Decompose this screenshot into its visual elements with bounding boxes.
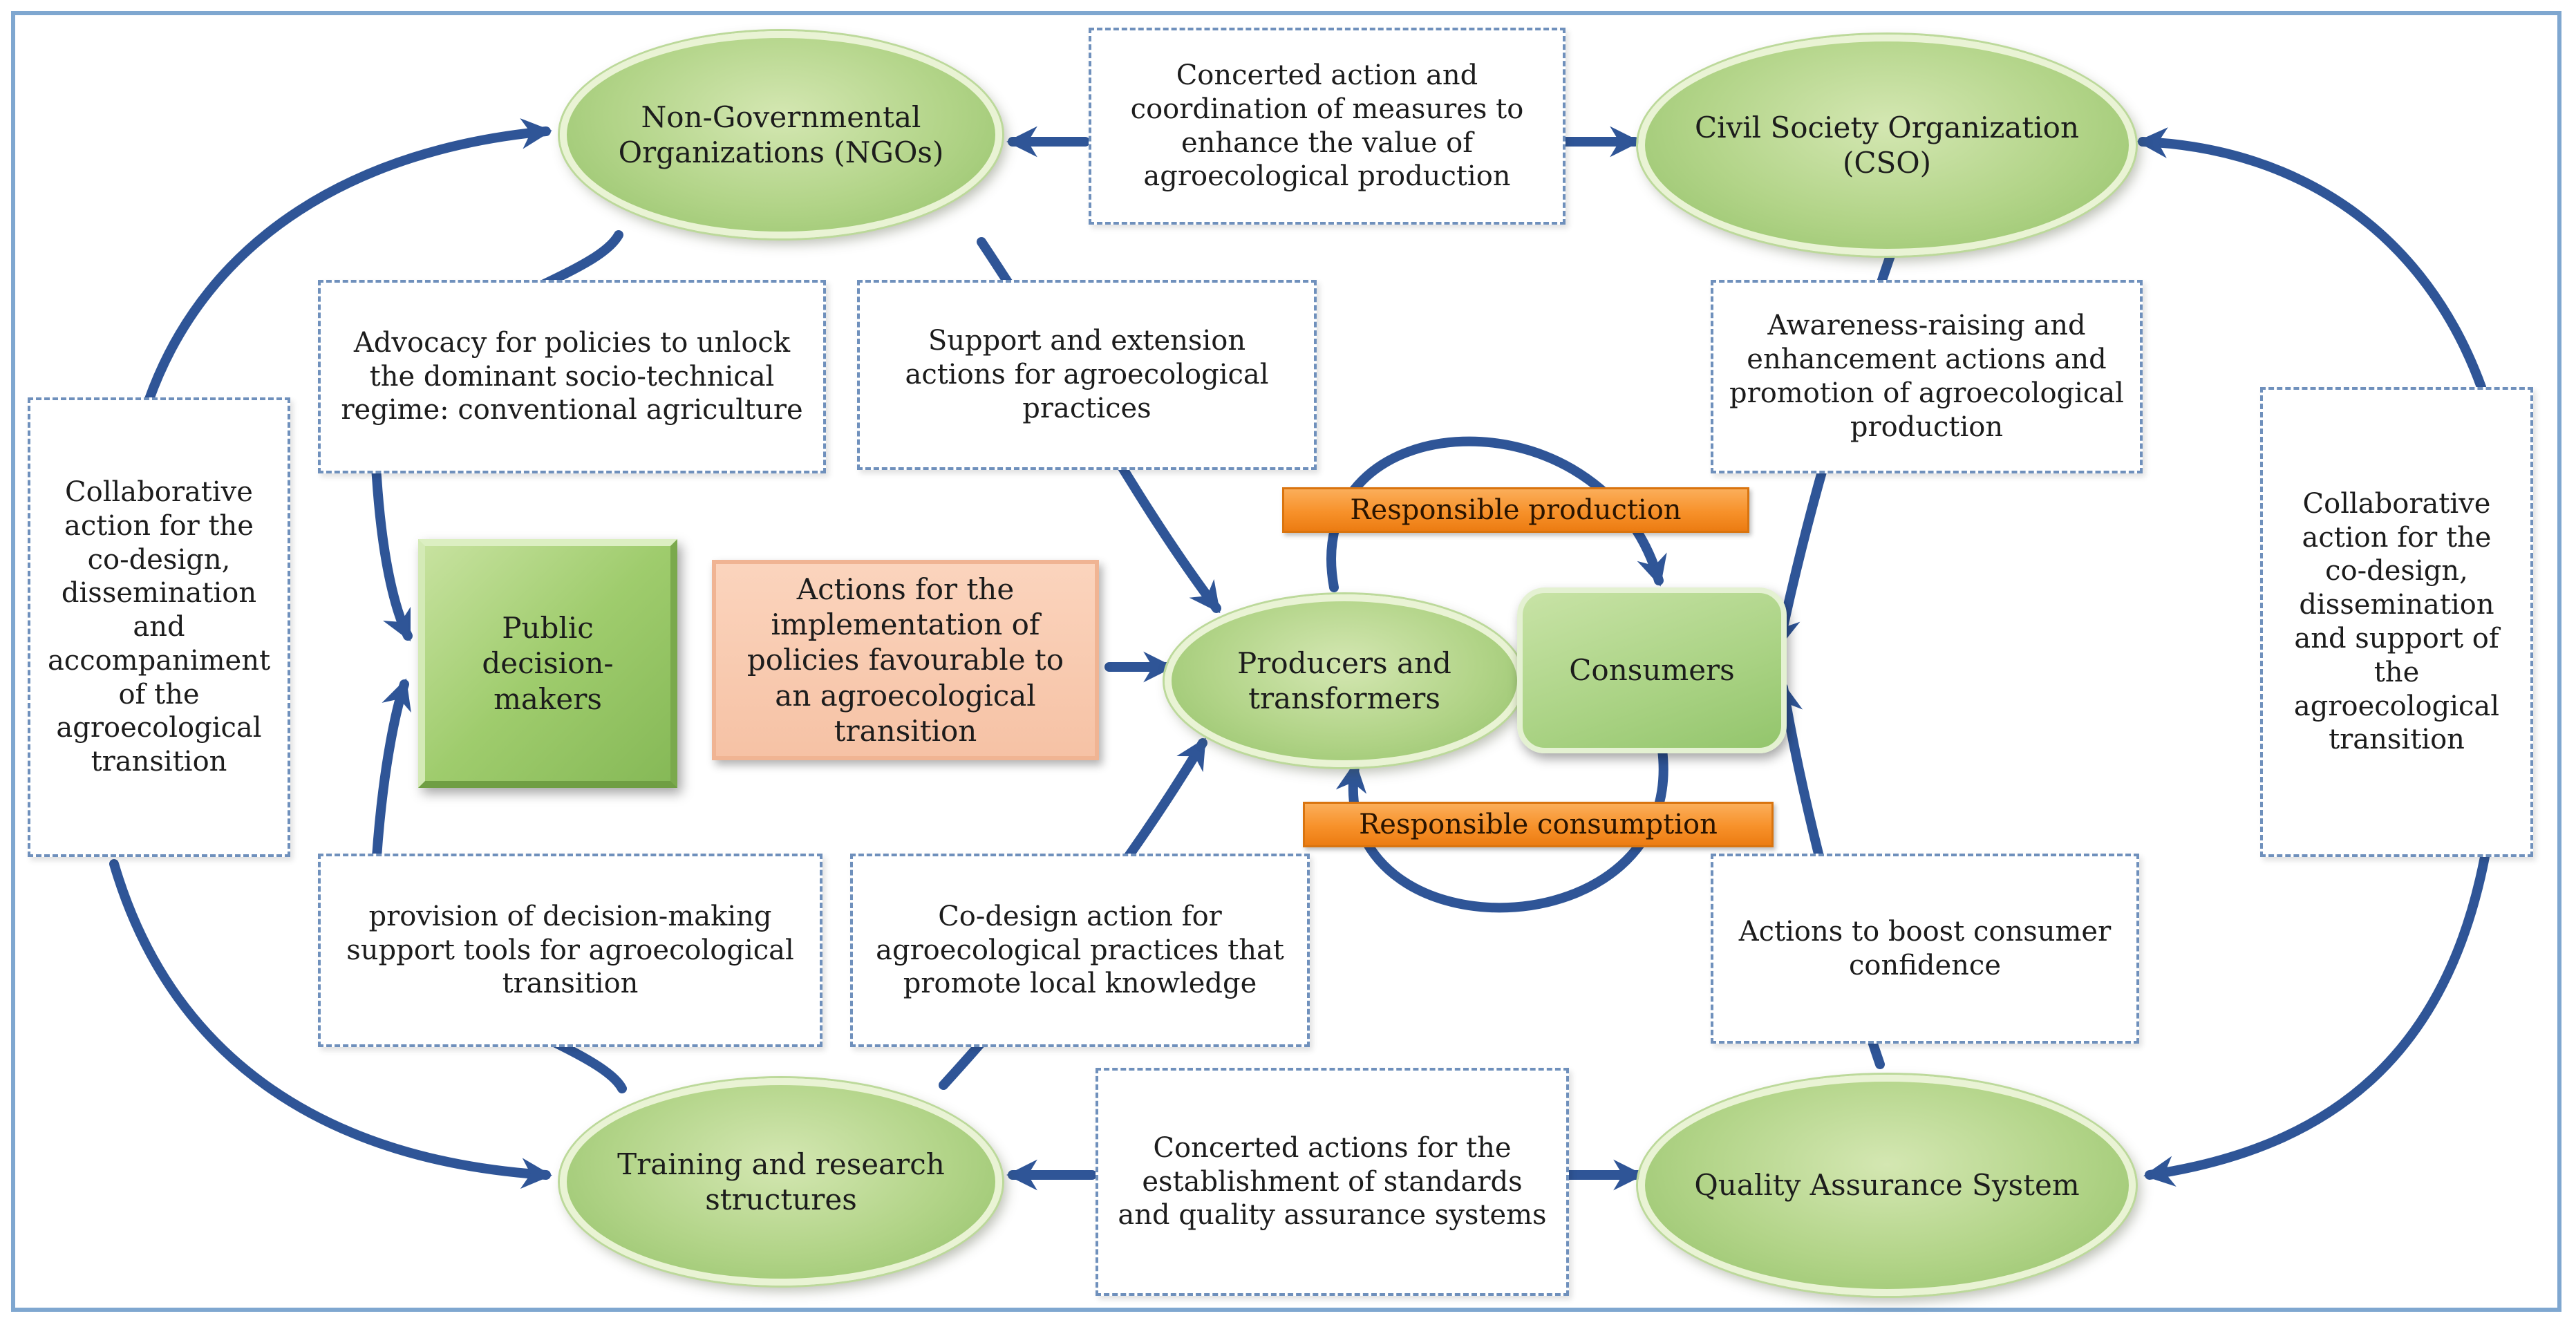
- producers-label: Producers and transformers: [1237, 646, 1451, 715]
- arrow-outer-right-up: [2136, 127, 2486, 392]
- right-collaborative-box: Collaborative action for the co-design, …: [2260, 387, 2533, 857]
- support-text: Support and extension actions for agroec…: [905, 325, 1269, 424]
- tools-text: provision of decision-making support too…: [346, 900, 794, 1000]
- public-decision-makers-node: Public decision-makers: [418, 539, 677, 788]
- codesign-text: Co-design action for agroecological prac…: [876, 900, 1284, 1000]
- training-node: Training and research structures: [560, 1078, 1002, 1286]
- confidence-text: Actions to boost consumer confidence: [1738, 915, 2112, 981]
- cso-label: Civil Society Organization (CSO): [1694, 110, 2080, 180]
- consumers-node: Consumers: [1517, 587, 1787, 753]
- consumers-label: Consumers: [1569, 653, 1735, 688]
- ngo-node: Non-Governmental Organizations (NGOs): [560, 31, 1002, 238]
- arrow-outer-left-up: [144, 118, 552, 406]
- confidence-box: Actions to boost consumer confidence: [1711, 854, 2139, 1044]
- arrow-outer-right-down: [2143, 852, 2490, 1187]
- implementation-text: Actions for the implementation of polici…: [746, 572, 1064, 748]
- support-box: Support and extension actions for agroec…: [857, 280, 1317, 470]
- advocacy-text: Advocacy for policies to unlock the domi…: [341, 326, 803, 426]
- training-label: Training and research structures: [617, 1147, 945, 1216]
- awareness-box: Awareness-raising and enhancement action…: [1711, 280, 2143, 473]
- quality-label: Quality Assurance System: [1694, 1168, 2080, 1203]
- producers-node: Producers and transformers: [1165, 594, 1524, 767]
- advocacy-box: Advocacy for policies to unlock the domi…: [318, 280, 826, 473]
- responsible-consumption-banner: Responsible consumption: [1303, 802, 1774, 847]
- bottom-concerted-text: Concerted actions for the establishment …: [1118, 1131, 1547, 1232]
- top-concerted-text: Concerted action and coordination of mea…: [1130, 59, 1524, 193]
- responsible-production-label: Responsible production: [1350, 494, 1682, 526]
- responsible-consumption-label: Responsible consumption: [1359, 809, 1718, 840]
- implementation-box: Actions for the implementation of polici…: [712, 560, 1099, 760]
- arrow-outer-left-down: [109, 859, 552, 1189]
- right-collaborative-text: Collaborative action for the co-design, …: [2293, 487, 2500, 756]
- public-label: Public decision-makers: [482, 611, 614, 716]
- bottom-concerted-box: Concerted actions for the establishment …: [1096, 1068, 1569, 1296]
- responsible-production-banner: Responsible production: [1282, 487, 1749, 533]
- codesign-box: Co-design action for agroecological prac…: [850, 854, 1310, 1047]
- tools-box: provision of decision-making support too…: [318, 854, 822, 1047]
- awareness-text: Awareness-raising and enhancement action…: [1729, 310, 2124, 443]
- cso-node: Civil Society Organization (CSO): [1638, 35, 2136, 256]
- ngo-label: Non-Governmental Organizations (NGOs): [618, 100, 944, 169]
- quality-node: Quality Assurance System: [1638, 1075, 2136, 1296]
- left-collaborative-text: Collaborative action for the co-design, …: [47, 476, 271, 778]
- left-collaborative-box: Collaborative action for the co-design, …: [28, 397, 290, 857]
- top-concerted-box: Concerted action and coordination of mea…: [1089, 28, 1566, 225]
- diagram-frame: [11, 11, 2561, 1312]
